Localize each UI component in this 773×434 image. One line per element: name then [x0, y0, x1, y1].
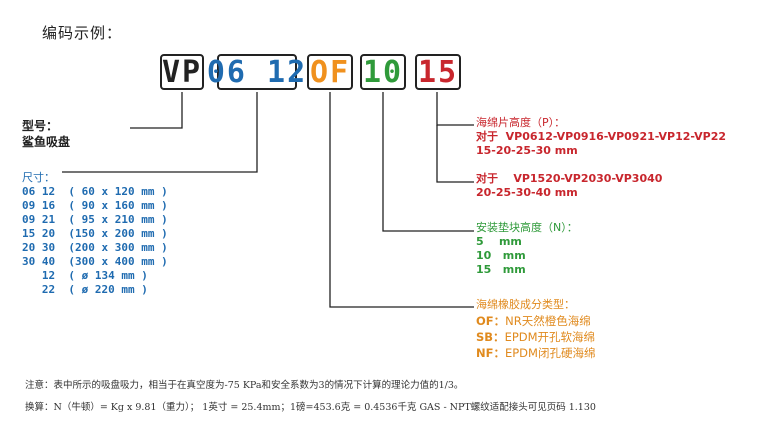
sponge-group2-values: 20-25-30-40 mm	[476, 186, 578, 199]
code-pad-height-box: 10	[360, 54, 406, 90]
code-size: 06 12	[206, 54, 308, 90]
model-line-1: 型号：	[22, 119, 59, 133]
sponge-group1-models: 对于 VP0612-VP0916-VP0921-VP12-VP22	[476, 130, 727, 143]
example-title: 编码示例：	[42, 24, 123, 42]
code-prefix-box: VP	[160, 54, 204, 90]
pad-height-heading: 安装垫块高度（N）：	[476, 221, 578, 234]
sponge-height-heading: 海绵片高度（P）：	[476, 116, 566, 129]
model-line-2: 鲨鱼吸盘	[22, 135, 71, 149]
size-row: 09 21 ( 95 x 210 mm )	[22, 213, 168, 226]
sponge-group2-models: 对于 VP1520-VP2030-VP3040	[476, 172, 663, 185]
code-sponge-height: 15	[417, 54, 459, 90]
size-heading: 尺寸：	[22, 171, 55, 184]
code-sponge-height-box: 15	[415, 54, 461, 90]
code-material: OF	[309, 54, 351, 90]
sponge-group1-values: 15-20-25-30 mm	[476, 144, 578, 157]
connector-pad-height	[382, 92, 474, 232]
material-item: NF：EPDM闭孔硬海绵	[476, 345, 595, 361]
material-heading: 海绵橡胶成分类型：	[476, 298, 575, 311]
connector-size	[62, 92, 258, 173]
note-line-1: 注意：表中所示的吸盘吸力，相当于在真空度为-75 KPa和安全系数为3的情况下计…	[25, 380, 464, 391]
material-code: NF：	[476, 346, 505, 360]
material-desc: EPDM闭孔硬海绵	[504, 346, 596, 360]
pad-height-value: 10 mm	[476, 249, 526, 262]
pad-height-section: 安装垫块高度（N）： 5 mm 10 mm 15 mm	[476, 221, 578, 277]
size-section: 尺寸： 06 12 ( 60 x 120 mm ) 09 16 ( 90 x 1…	[22, 171, 168, 297]
material-code: SB：	[476, 330, 505, 344]
connector-prefix	[130, 92, 183, 129]
material-desc: NR天然橙色海绵	[505, 314, 591, 328]
code-pad-height: 10	[362, 54, 404, 90]
material-item: SB：EPDM开孔软海绵	[476, 329, 595, 345]
size-row: 30 40 (300 x 400 mm )	[22, 255, 168, 268]
connector-sponge-height-2	[436, 125, 474, 183]
code-size-box: 06 12	[207, 54, 305, 90]
material-section: 海绵橡胶成分类型： OF：NR天然橙色海绵 SB：EPDM开孔软海绵 NF：EP…	[476, 297, 595, 361]
size-row: 20 30 (200 x 300 mm )	[22, 241, 168, 254]
pad-height-value: 15 mm	[476, 263, 526, 276]
note-line-2: 换算：N（牛顿）= Kg x 9.81（重力）； 1英寸 = 25.4mm；1磅…	[25, 402, 596, 413]
code-prefix: VP	[161, 54, 203, 90]
size-row: 09 16 ( 90 x 160 mm )	[22, 199, 168, 212]
material-item: OF：NR天然橙色海绵	[476, 313, 595, 329]
material-code: OF：	[476, 314, 506, 328]
size-row: 22 ( ø 220 mm )	[22, 283, 148, 296]
sponge-height-section: 海绵片高度（P）： 对于 VP0612-VP0916-VP0921-VP12-V…	[476, 116, 726, 200]
size-row: 12 ( ø 134 mm )	[22, 269, 148, 282]
size-row: 06 12 ( 60 x 120 mm )	[22, 185, 168, 198]
size-row: 15 20 (150 x 200 mm )	[22, 227, 168, 240]
pad-height-value: 5 mm	[476, 235, 522, 248]
material-desc: EPDM开孔软海绵	[504, 330, 596, 344]
connector-sponge-height-1	[436, 92, 474, 126]
model-label: 型号： 鲨鱼吸盘	[22, 118, 70, 150]
connector-material	[329, 92, 474, 308]
code-material-box: OF	[307, 54, 353, 90]
